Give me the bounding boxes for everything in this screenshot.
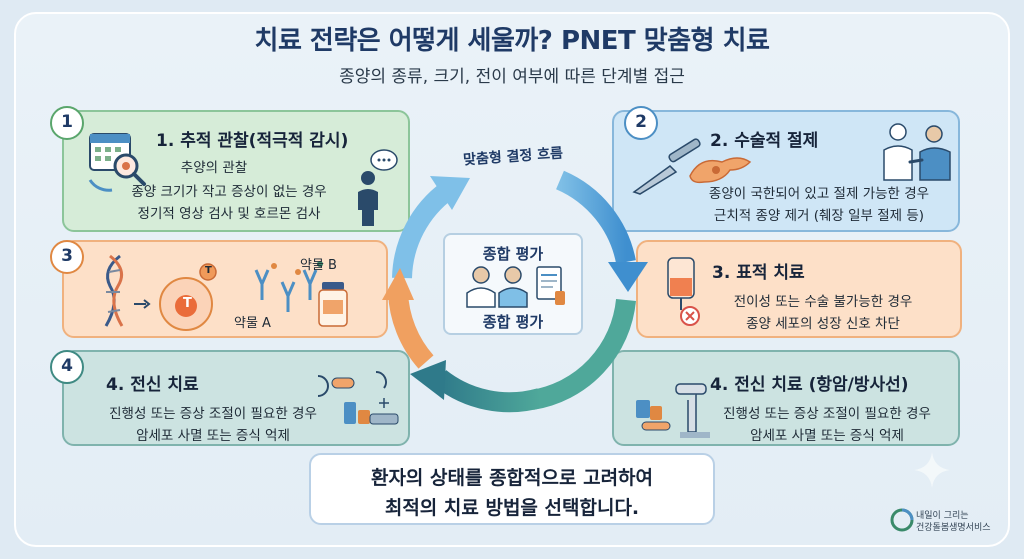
center-title-bottom: 종합 평가: [482, 313, 544, 331]
iv-bag-icon: [667, 257, 700, 326]
center-title-top: 종합 평가: [482, 245, 544, 263]
conclusion-line-1: 환자의 상태를 종합적으로 고려하여: [370, 467, 654, 489]
sparkle-icon: [914, 452, 950, 488]
card-systemic-therapy-right: 4. 전신 치료 (항암/방사선) 진행성 또는 증상 조절이 필요한 경우 암…: [612, 350, 960, 446]
card-line: 종양 세포의 성장 신호 차단: [746, 316, 900, 332]
card-line: 진행성 또는 증상 조절이 필요한 경우: [723, 406, 931, 422]
card-line: 전이성 또는 수술 불가능한 경우: [733, 294, 913, 310]
drug-b-label: 약물 B: [300, 258, 337, 273]
cell-badge-letter-small: T: [205, 265, 212, 276]
cell-badge-letter: T: [183, 296, 192, 311]
pill-bottle-icon: [318, 282, 348, 327]
card-active-surveillance: 1. 추적 관찰(적극적 감시) 추양의 관찰 종양 크기가 작고 증상이 없는…: [62, 110, 410, 232]
card-heading: 1. 추적 관찰(적극적 감시): [156, 131, 349, 151]
step-number-4: 4: [50, 350, 84, 384]
card-targeted-therapy: 3. 표적 치료 전이성 또는 수술 불가능한 경우 종양 세포의 성장 신호 …: [636, 240, 962, 338]
step-number-2: 2: [624, 106, 658, 140]
receptor-molecule-icon: [254, 261, 323, 312]
step-number-1: 1: [50, 106, 84, 140]
card-line: 종양 크기가 작고 증상이 없는 경우: [131, 184, 327, 200]
comprehensive-evaluation-box: 종합 평가 종합 평가: [443, 233, 583, 335]
logo-text-1: 내일이 그리는: [916, 511, 969, 521]
card-surgical-resection: 2. 수술적 절제 종양이 국한되어 있고 절제 가능한 경우 근치적 종양 제…: [612, 110, 960, 232]
card-line: 암세포 사멸 또는 증식 억제: [750, 428, 904, 444]
card-line: 종양이 국한되어 있고 절제 가능한 경우: [708, 186, 930, 202]
brand-logo: 내일이 그리는 건강돌봄생명서비스: [886, 506, 1006, 536]
capsules-device-icon: [317, 371, 399, 425]
card-heading: 2. 수술적 절제: [710, 131, 819, 151]
step-number-3: 3: [50, 240, 84, 274]
card-systemic-therapy-left: 4. 전신 치료 진행성 또는 증상 조절이 필요한 경우 암세포 사멸 또는 …: [62, 350, 410, 446]
page-subtitle: 종양의 종류, 크기, 전이 여부에 따른 단계별 접근: [339, 67, 685, 87]
person-speech-icon: [358, 149, 398, 226]
card-line: 추양의 관찰: [180, 160, 248, 176]
card-line: 근치적 종양 제거 (췌장 일부 절제 등): [713, 208, 925, 224]
conclusion-line-2: 최적의 치료 방법을 선택합니다.: [384, 497, 640, 519]
calendar-magnifier-icon: [88, 133, 146, 192]
doctor-patient-icon: [883, 123, 951, 181]
card-targeted-illustration: T T 약물 B 약물 A: [62, 240, 388, 338]
card-heading: 4. 전신 치료: [106, 375, 199, 395]
page-title: 치료 전략은 어떻게 세울까? PNET 맞춤형 치료: [254, 26, 770, 56]
care-team-icon: [466, 266, 565, 308]
card-line: 암세포 사멸 또는 증식 억제: [136, 428, 290, 444]
conclusion-box: 환자의 상태를 종합적으로 고려하여 최적의 치료 방법을 선택합니다.: [309, 453, 715, 525]
dna-cell-icon: [104, 254, 217, 331]
card-heading: 4. 전신 치료 (항암/방사선): [710, 375, 909, 395]
radiation-machine-icon: [636, 383, 710, 438]
card-line: 정기적 영상 검사 및 호르몬 검사: [137, 206, 321, 222]
drug-a-label: 약물 A: [234, 316, 271, 331]
logo-text-2: 건강돌봄생명서비스: [916, 523, 991, 533]
logo-mark-icon: [890, 508, 914, 532]
scalpel-pancreas-icon: [632, 138, 752, 195]
card-line: 진행성 또는 증상 조절이 필요한 경우: [109, 406, 317, 422]
card-heading: 3. 표적 치료: [712, 263, 805, 283]
